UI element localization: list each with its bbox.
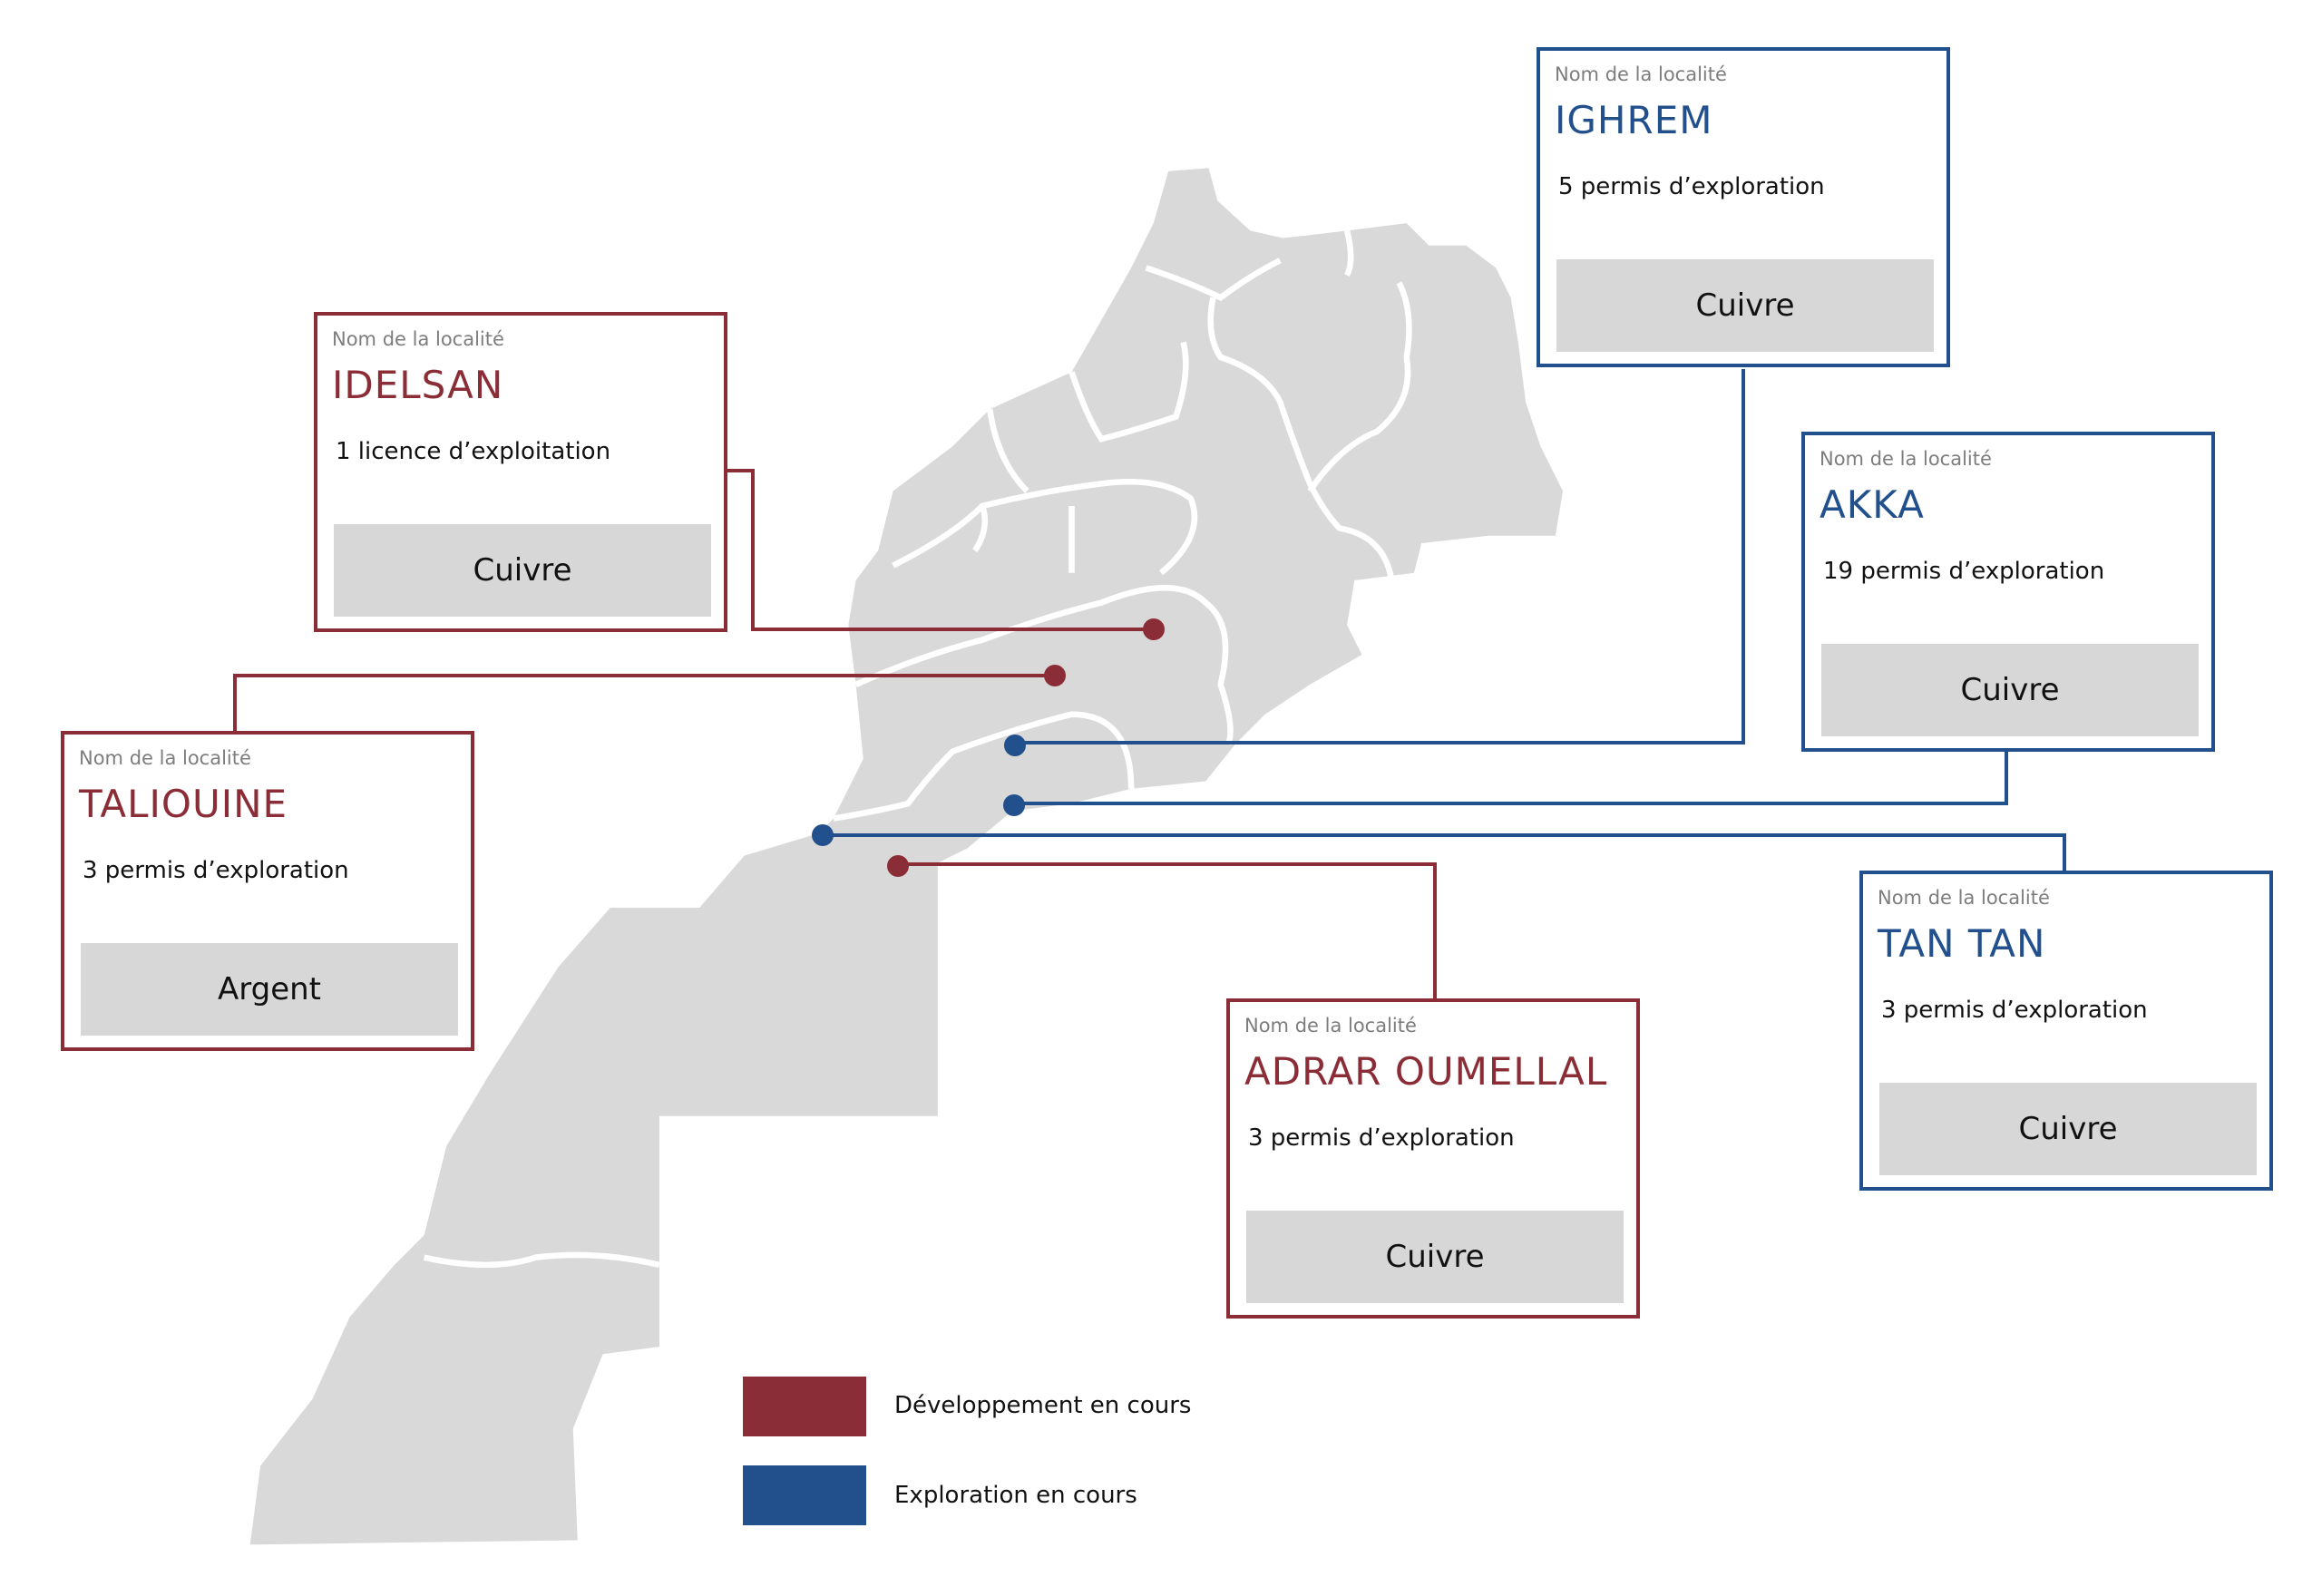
- locality-name: TALIOUINE: [79, 782, 288, 826]
- locality-card-ighrem: Nom de la localité IGHREM 5 permis d’exp…: [1537, 47, 1950, 367]
- site-markers: [812, 618, 1165, 877]
- marker-idelsan[interactable]: [1143, 618, 1165, 640]
- marker-adrar-oumellal[interactable]: [887, 855, 909, 877]
- locality-name: ADRAR OUMELLAL: [1244, 1049, 1608, 1094]
- locality-label: Nom de la localité: [79, 747, 251, 769]
- connector-adrar-oumellal: [898, 862, 1437, 998]
- mineral-button[interactable]: Cuivre: [1821, 644, 2199, 736]
- legend-label-development: Développement en cours: [894, 1392, 1192, 1419]
- country-shape: [249, 168, 1564, 1545]
- locality-card-akka: Nom de la localité AKKA 19 permis d’expl…: [1801, 432, 2215, 752]
- marker-akka[interactable]: [1003, 794, 1025, 816]
- locality-label: Nom de la localité: [1820, 448, 1992, 470]
- connector-lines: [233, 369, 2066, 998]
- locality-label: Nom de la localité: [332, 328, 504, 350]
- connector-tantan: [823, 833, 2066, 871]
- legend-swatch-exploration: [743, 1465, 866, 1525]
- locality-name: TAN TAN: [1878, 921, 2046, 966]
- mineral-button[interactable]: Argent: [81, 943, 458, 1036]
- locality-card-idelsan: Nom de la localité IDELSAN 1 licence d’e…: [314, 312, 727, 632]
- locality-card-taliouine: Nom de la localité TALIOUINE 3 permis d’…: [61, 731, 474, 1051]
- locality-label: Nom de la localité: [1244, 1015, 1417, 1036]
- marker-tantan[interactable]: [812, 824, 834, 846]
- mineral-button[interactable]: Cuivre: [1879, 1083, 2257, 1175]
- locality-card-tantan: Nom de la localité TAN TAN 3 permis d’ex…: [1859, 871, 2273, 1191]
- region-borders: [423, 229, 1412, 1269]
- permit-count: 3 permis d’exploration: [83, 857, 349, 884]
- permit-count: 3 permis d’exploration: [1881, 997, 2148, 1024]
- mineral-button[interactable]: Cuivre: [334, 524, 711, 617]
- locality-label: Nom de la localité: [1555, 63, 1727, 85]
- connector-akka: [1014, 752, 2008, 805]
- locality-label: Nom de la localité: [1878, 887, 2050, 909]
- permit-count: 3 permis d’exploration: [1248, 1124, 1515, 1152]
- marker-taliouine[interactable]: [1044, 665, 1066, 686]
- permit-count: 19 permis d’exploration: [1823, 558, 2105, 585]
- permit-count: 1 licence d’exploitation: [336, 438, 611, 465]
- legend-swatch-development: [743, 1377, 866, 1436]
- locality-name: IDELSAN: [332, 363, 504, 407]
- locality-card-adrar-oumellal: Nom de la localité ADRAR OUMELLAL 3 perm…: [1226, 998, 1640, 1319]
- locality-name: IGHREM: [1555, 98, 1713, 142]
- connector-idelsan: [727, 469, 1154, 631]
- legend-label-exploration: Exploration en cours: [894, 1482, 1137, 1509]
- permit-count: 5 permis d’exploration: [1558, 173, 1825, 200]
- connector-taliouine: [233, 674, 1055, 731]
- marker-ighrem[interactable]: [1004, 735, 1026, 756]
- locality-name: AKKA: [1820, 482, 1925, 527]
- connector-ighrem: [1015, 369, 1745, 744]
- mineral-button[interactable]: Cuivre: [1556, 259, 1934, 352]
- morocco-map: [249, 168, 1564, 1545]
- mineral-button[interactable]: Cuivre: [1246, 1211, 1624, 1303]
